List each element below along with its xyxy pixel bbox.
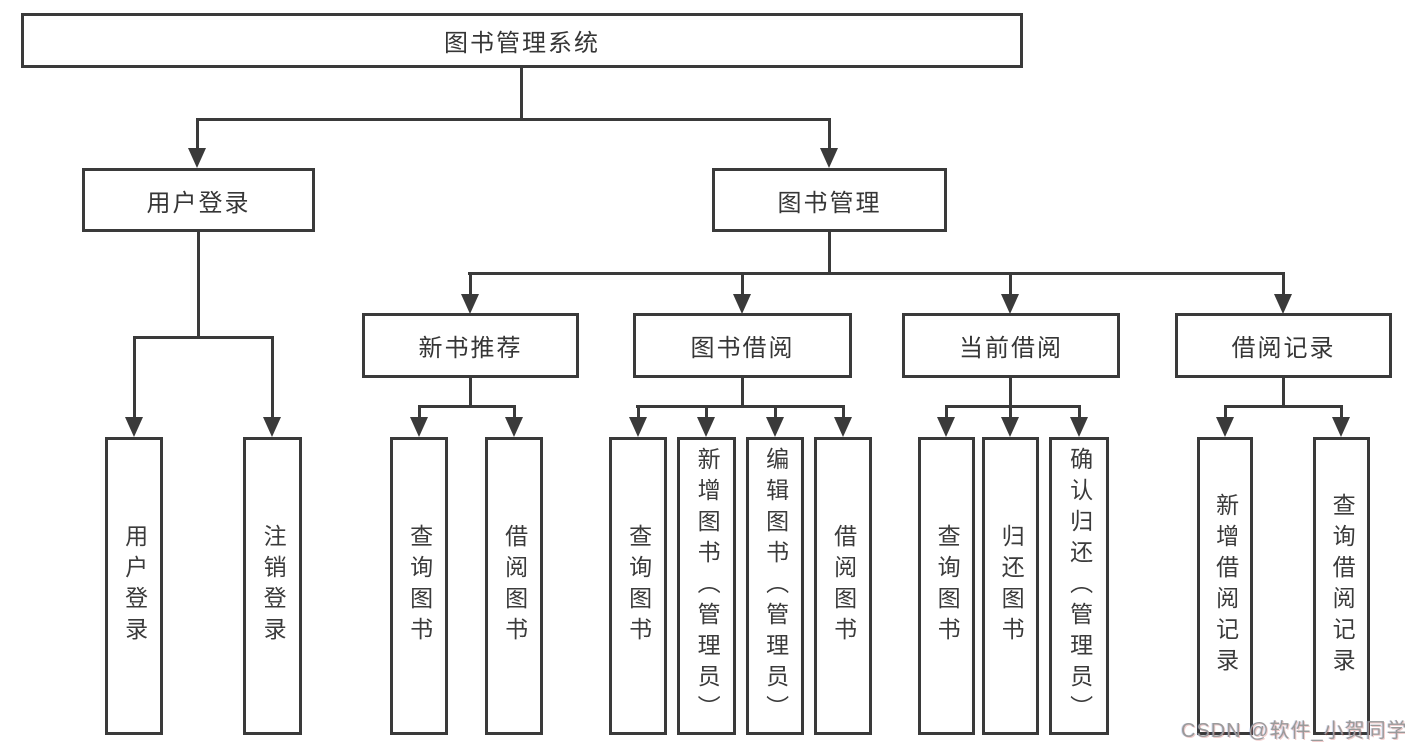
connector-borrow-records-branch [1224,405,1343,408]
arrowhead-leaf-confirm-return-admin [1070,417,1088,437]
arrowhead-book-borrow [733,294,751,314]
node-label: 新书推荐 [418,335,523,362]
connector-user-login-stem [197,232,200,338]
leaf-query-books-borrow: 查询图书 [609,437,667,735]
connector-stem-leaf [1340,405,1343,417]
connector-stem-leaf [1224,405,1227,417]
connector-book-management-branch [468,272,1284,275]
arrowhead-leaf-user-login [125,417,143,437]
node-user-login: 用户登录 [82,168,315,232]
node-new-book-recommend: 新书推荐 [362,313,579,378]
node-label: 图书管理 [777,189,882,217]
connector-stem-current-borrow [1009,272,1012,294]
node-label: 图书管理系统 [444,30,600,57]
connector-stem-leaf [1009,405,1012,417]
arrowhead-leaf-add-borrow-record [1216,417,1234,437]
connector-root-branch [196,118,831,121]
connector-new-book-recommend-branch [418,405,516,408]
arrowhead-leaf-query-borrow-record [1332,417,1350,437]
leaf-query-books-recommend: 查询图书 [390,437,448,735]
connector-stem-book-borrow [741,272,744,294]
leaf-user-login: 用户登录 [105,437,163,735]
arrowhead-user-login [188,148,206,168]
node-label: 图书借阅 [690,335,795,362]
arrowhead-leaf-query-books-current [937,417,955,437]
connector-borrow-records-stem [1282,378,1285,407]
leaf-label: 确认归还（管理员） [1066,446,1093,726]
leaf-label: 借阅图书 [501,524,528,648]
leaf-add-book-admin: 新增图书（管理员） [677,437,736,735]
leaf-confirm-return-admin: 确认归还（管理员） [1049,437,1109,735]
connector-stem-leaf [842,405,845,417]
csdn-watermark: CSDN @软件_小贺同学 [1181,720,1405,742]
arrowhead-leaf-borrow-books-recommend [505,417,523,437]
arrowhead-book-management [820,148,838,168]
connector-current-borrow-branch [945,405,1081,408]
leaf-label: 新增图书（管理员） [694,446,721,726]
connector-stem-book-management [828,118,831,148]
arrowhead-leaf-edit-book-admin [766,417,784,437]
leaf-label: 新增借阅记录 [1212,493,1239,679]
leaf-logout: 注销登录 [243,437,302,735]
arrowhead-borrow-records [1274,294,1292,314]
connector-stem-leaf [1078,405,1081,417]
connector-user-login-branch [133,336,274,339]
connector-stem-leaf [418,405,421,417]
node-label: 用户登录 [146,189,251,217]
leaf-return-books: 归还图书 [982,437,1039,735]
arrowhead-leaf-borrow-books [834,417,852,437]
leaf-label: 查询图书 [406,524,433,648]
connector-stem-leaf [513,405,516,417]
connector-stem-new-book-recommend [469,272,472,294]
connector-stem-leaf [774,405,777,417]
leaf-label: 查询借阅记录 [1329,493,1356,679]
arrowhead-leaf-query-books-recommend [410,417,428,437]
node-current-borrow: 当前借阅 [902,313,1120,378]
node-label: 借阅记录 [1231,335,1336,362]
node-borrow-records: 借阅记录 [1175,313,1392,378]
connector-stem-leaf-user-login [133,336,136,417]
connector-root-stem [520,67,523,118]
leaf-edit-book-admin: 编辑图书（管理员） [746,437,804,735]
leaf-label: 查询图书 [934,524,961,648]
leaf-label: 查询图书 [625,524,652,648]
leaf-borrow-books-recommend: 借阅图书 [485,437,543,735]
connector-book-borrow-stem [741,378,744,407]
leaf-label: 借阅图书 [830,524,857,648]
connector-stem-leaf [705,405,708,417]
leaf-label: 注销登录 [260,524,287,648]
node-library-management-system: 图书管理系统 [21,13,1023,68]
leaf-query-borrow-record: 查询借阅记录 [1313,437,1370,735]
node-label: 当前借阅 [959,335,1063,362]
connector-stem-user-login [196,118,199,148]
arrowhead-leaf-logout [263,417,281,437]
connector-book-borrow-branch [636,405,845,408]
node-book-borrow: 图书借阅 [633,313,852,378]
leaf-label: 编辑图书（管理员） [762,446,789,726]
connector-current-borrow-stem [1009,378,1012,407]
leaf-query-books-current: 查询图书 [918,437,975,735]
arrowhead-current-borrow [1001,294,1019,314]
leaf-add-borrow-record: 新增借阅记录 [1197,437,1253,735]
arrowhead-leaf-add-book-admin [697,417,715,437]
connector-stem-leaf [945,405,948,417]
arrowhead-leaf-query-books-borrow [629,417,647,437]
connector-new-book-recommend-stem [469,378,472,407]
connector-stem-borrow-records [1282,272,1285,294]
node-book-management: 图书管理 [712,168,947,232]
leaf-borrow-books: 借阅图书 [814,437,872,735]
connector-book-management-stem [828,232,831,275]
connector-stem-leaf-logout [271,336,274,417]
arrowhead-leaf-return-books [1001,417,1019,437]
connector-stem-leaf [637,405,640,417]
arrowhead-new-book-recommend [461,294,479,314]
leaf-label: 归还图书 [998,524,1025,648]
leaf-label: 用户登录 [121,524,148,648]
